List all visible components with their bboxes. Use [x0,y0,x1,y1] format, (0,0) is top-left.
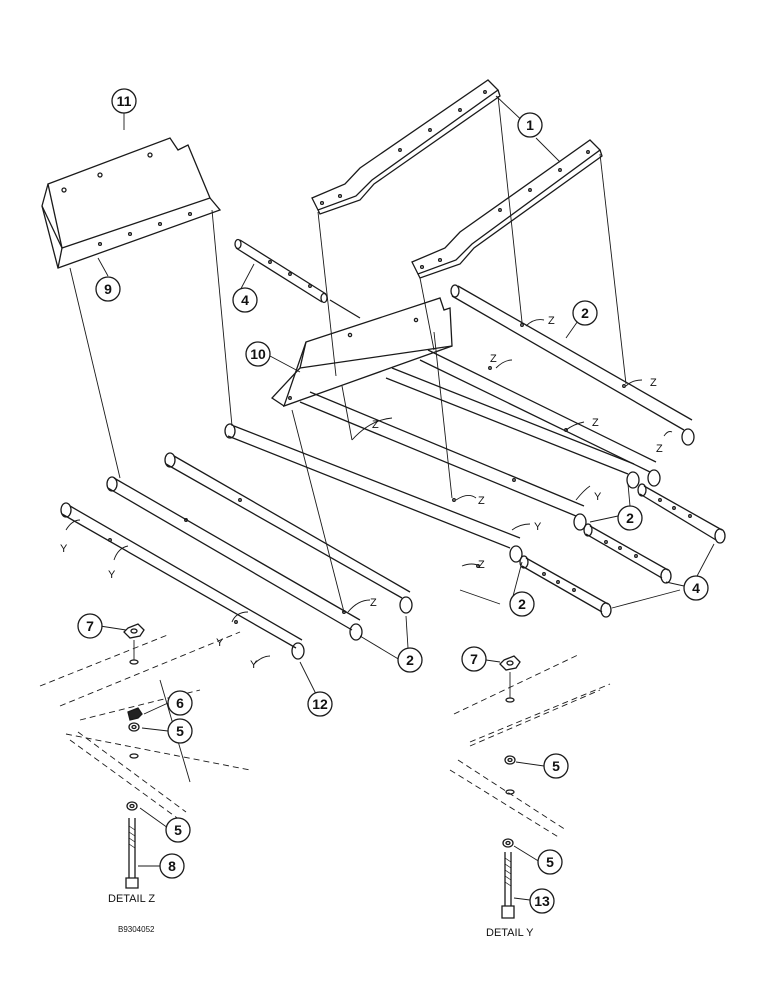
y-mark: Y [534,521,542,533]
callout-numbers: 1 11 9 4 10 2 2 2 2 4 12 7 6 5 5 8 7 5 5… [86,93,700,909]
y-mark: Y [108,569,116,581]
callout-5-z-upper: 5 [176,723,184,739]
captions: DETAIL Z DETAIL Y B9304052 [108,893,534,939]
callout-4-top: 4 [241,292,249,308]
figure-code: B9304052 [118,925,155,934]
callout-4-right: 4 [692,580,700,596]
callout-12: 12 [312,696,328,712]
z-mark: Z [650,377,657,389]
orientation-letters: Z Z Z Z Z Z Z Z Z Y Y Y Y Y Y [60,315,663,671]
callout-6: 6 [176,695,184,711]
callout-11: 11 [117,93,132,109]
detail-y-hardware [449,653,611,919]
detail-y-caption: DETAIL Y [486,927,534,939]
bracket-plate-10 [271,297,453,408]
callout-8: 8 [168,858,176,874]
callout-7-z: 7 [86,618,94,634]
short-tube-4-top [234,238,361,319]
callout-leaders [97,95,715,901]
callout-2-front: 2 [406,652,414,668]
z-mark: Z [490,353,497,365]
detail-z-hardware [39,623,251,889]
callout-2-rear: 2 [581,305,589,321]
callout-13: 13 [534,893,550,909]
y-mark: Y [594,491,602,503]
callout-circles [77,88,709,914]
z-mark: Z [372,419,379,431]
z-mark: Z [592,417,599,429]
y-mark: Y [60,543,68,555]
z-mark: Z [656,443,663,455]
callout-7-y: 7 [470,651,478,667]
z-mark: Z [370,597,377,609]
callout-5-y-lower: 5 [546,854,554,870]
callout-2-right: 2 [626,510,634,526]
z-mark: Z [478,495,485,507]
callout-1: 1 [526,117,534,133]
rail-1-lower [411,139,603,279]
callout-2-middle: 2 [518,596,526,612]
y-mark: Y [250,659,258,671]
callout-5-z-lower: 5 [174,822,182,838]
callout-9: 9 [104,281,112,297]
bracket-plate-9 [41,137,222,269]
z-mark: Z [478,559,485,571]
rail-1-upper [311,79,501,215]
detail-z-caption: DETAIL Z [108,893,155,905]
short-tubes-4-right [519,483,726,618]
z-mark: Z [548,315,555,327]
orientation-marks [65,319,673,665]
assembly-leader-lines [69,95,627,613]
callout-10: 10 [250,346,266,362]
callout-5-y-upper: 5 [552,758,560,774]
y-mark: Y [216,637,224,649]
long-tubes [60,284,695,660]
